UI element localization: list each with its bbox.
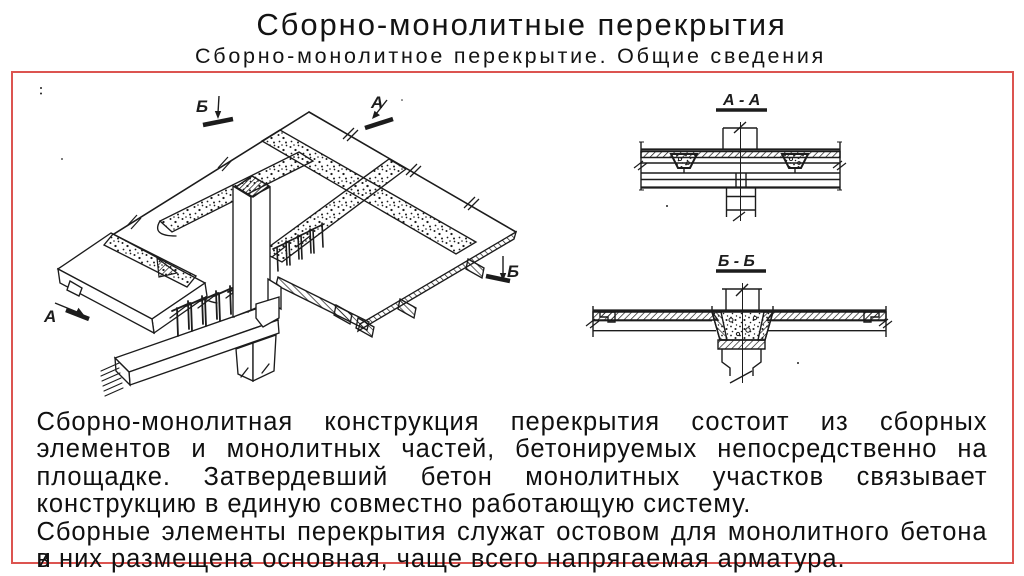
svg-text:Б: Б [507, 262, 519, 281]
svg-text:А - А: А - А [722, 92, 760, 109]
svg-text:Б: Б [196, 97, 208, 116]
svg-text:А: А [370, 93, 383, 112]
svg-text:А: А [43, 307, 56, 326]
svg-text:Б - Б: Б - Б [718, 253, 755, 270]
